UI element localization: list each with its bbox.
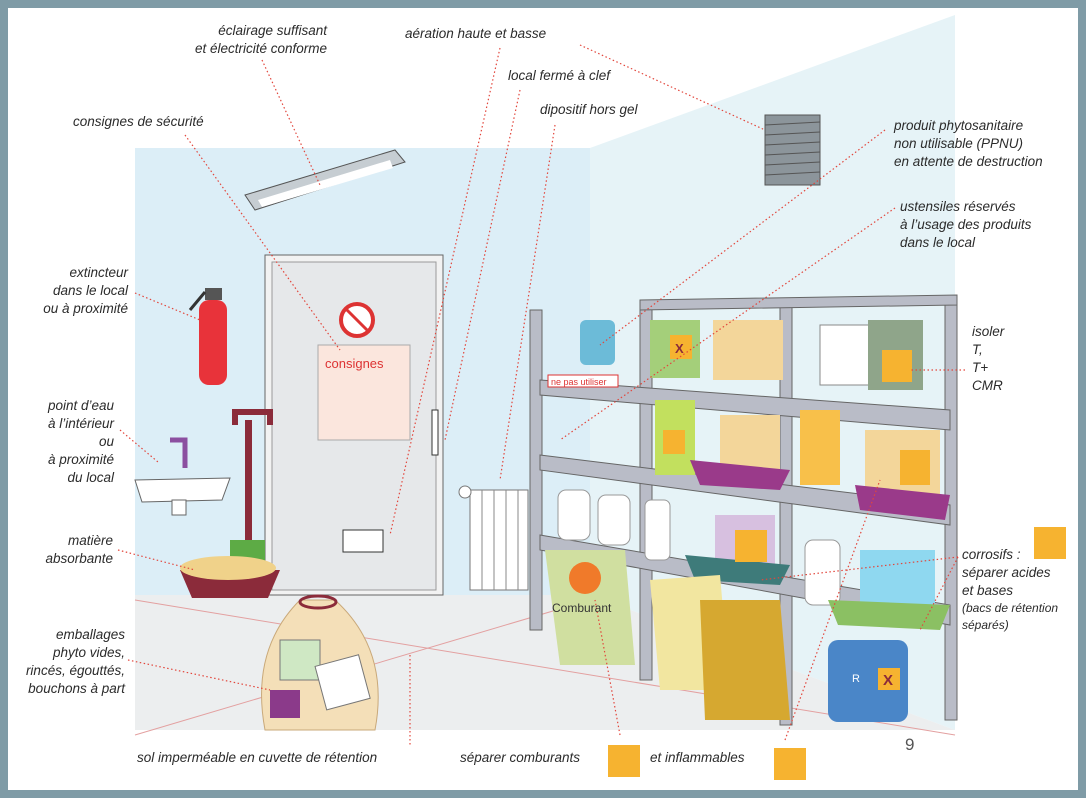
floor-line (134, 599, 956, 736)
label-line: absorbante (45, 551, 113, 566)
storage-room-illustration: consignes ne pas utiliser Comburant R X … (117, 15, 965, 745)
label-line: bouchons à part (28, 681, 125, 696)
label-line: CMR (972, 378, 1003, 393)
label-consignes-securite: consignes de sécurité (73, 114, 204, 129)
label-line: dans le local (52, 283, 128, 298)
label-line: séparés) (962, 618, 1009, 632)
label-line: à proximité (47, 452, 114, 467)
label-line: non utilisable (PPNU) (894, 136, 1024, 151)
label-aeration: aération haute et basse (405, 26, 547, 41)
label-ustensiles: ustensiles réservés à l’usage des produi… (900, 198, 1031, 252)
shelf-tag-text: ne pas utiliser (551, 377, 607, 387)
label-sol: sol imperméable en cuvette de rétention (137, 750, 378, 765)
label-line: ustensiles réservés (900, 199, 1016, 214)
label-line: en attente de destruction (894, 154, 1043, 169)
sack (700, 600, 790, 720)
absorbent-tray (180, 556, 280, 598)
label-line: ou (98, 434, 114, 449)
label-comburants: séparer comburants (460, 750, 581, 765)
products (547, 320, 950, 630)
comburant-bag-text: Comburant (552, 601, 612, 615)
label-ppnu: produit phytosanitaire non utilisable (P… (894, 117, 1043, 171)
barrel-harmful-symbol: X (883, 672, 893, 689)
label-line: emballages (55, 627, 125, 642)
label-line: corrosifs : (962, 547, 1021, 562)
comburant-bag (545, 550, 635, 665)
vent-grille (764, 114, 821, 186)
jerrycan-harmful-symbol: X (675, 341, 684, 356)
radiator (458, 485, 529, 591)
page-number: 9 (905, 735, 915, 754)
label-matiere-absorbante: matière absorbante (45, 532, 113, 568)
flammable-hazard-icon (774, 748, 806, 780)
barrel (828, 640, 908, 722)
label-emballages: emballages phyto vides, rincés, égouttés… (26, 626, 125, 698)
label-line: éclairage suffisant (218, 23, 327, 38)
corrosive-hazard-icon (1034, 527, 1066, 559)
label-line: à l’usage des produits (900, 217, 1032, 232)
label-hors-gel: dipositif hors gel (540, 102, 638, 117)
label-local-ferme: local fermé à clef (508, 68, 611, 83)
label-corrosifs: corrosifs : séparer acides et bases (bac… (962, 546, 1058, 634)
label-point-eau: point d’eau à l’intérieur ou à proximité… (48, 397, 114, 487)
label-line: extincteur (69, 265, 128, 280)
label-line: dans le local (900, 235, 976, 250)
label-line: et électricité conforme (194, 41, 327, 56)
door (264, 254, 444, 596)
ceiling-light (244, 149, 406, 211)
label-line: matière (67, 533, 113, 548)
label-extincteur: extincteur dans le local ou à proximité (43, 264, 128, 318)
label-line: point d’eau (47, 398, 114, 413)
label-line: T, (972, 342, 983, 357)
fire-extinguisher (188, 288, 227, 385)
label-line: du local (67, 470, 114, 485)
label-line: rincés, égouttés, (25, 663, 125, 678)
label-isoler: isoler T, T+ CMR (972, 323, 1004, 395)
label-line: et bases (962, 583, 1014, 598)
label-line: séparer acides (962, 565, 1051, 580)
barrel-letter: R (852, 673, 860, 685)
label-line: produit phytosanitaire (894, 118, 1024, 133)
label-line: ou à proximité (43, 301, 128, 316)
label-line: à l’intérieur (47, 416, 114, 431)
leader-lines (117, 44, 965, 745)
label-inflammables: et inflammables (650, 750, 745, 765)
sink (134, 437, 231, 516)
label-eclairage: éclairage suffisant et électricité confo… (195, 22, 327, 58)
illustration-frame: consignes ne pas utiliser Comburant R X … (8, 8, 1078, 790)
label-line: phyto vides, (52, 645, 125, 660)
label-line: T+ (972, 360, 989, 375)
oxidizer-hazard-icon (608, 745, 640, 777)
empty-packaging-bag (261, 594, 379, 731)
door-sign-text: consignes (325, 356, 384, 371)
label-line: (bacs de rétention (962, 601, 1059, 615)
label-line: isoler (972, 324, 1005, 339)
